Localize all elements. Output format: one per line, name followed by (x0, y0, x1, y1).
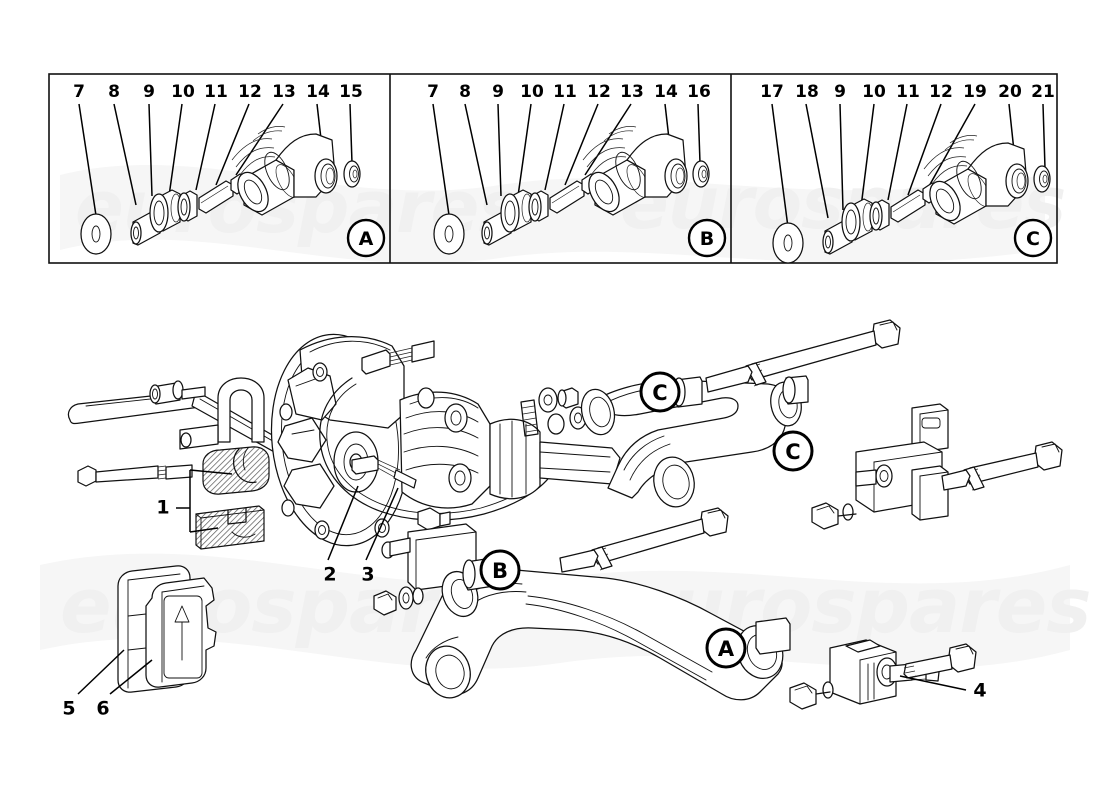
panel-c-label-4: 11 (896, 82, 920, 102)
panel-a-label-4: 11 (204, 82, 228, 102)
panel-b-label-8: 16 (687, 82, 711, 102)
panel-c-badge[interactable]: C (1013, 218, 1053, 258)
panel-c-content (771, 103, 1051, 264)
panel-b-label-0: 7 (427, 82, 439, 102)
main-label-2: 2 (323, 564, 336, 586)
panel-b-label-1: 8 (459, 82, 471, 102)
upper-control-arm (580, 375, 809, 508)
part-15-cap-ring (343, 160, 361, 188)
part-9-bushing-collar (149, 189, 182, 233)
panel-c-letter: C (1026, 228, 1040, 250)
part-11-inner-sleeve (198, 180, 234, 214)
part-20-seal-ring (1005, 163, 1029, 199)
main-label-3: 3 (361, 564, 374, 586)
part-13-outer-bushing-b (588, 159, 650, 216)
part-10-spacer-ring-c (869, 199, 890, 231)
pad-direction-arrow-icon (174, 605, 190, 661)
bleed-screw-thread (377, 459, 401, 479)
panel-a-label-7: 14 (306, 82, 330, 102)
panel-b-labels: 7 8 9 10 11 12 13 14 16 (427, 82, 711, 102)
main-label-6: 6 (96, 698, 109, 720)
part-7-washer (80, 213, 112, 255)
panel-b-badge[interactable]: B (687, 218, 727, 258)
part-21-cap-ring (1033, 165, 1051, 193)
part-11-inner-sleeve-c (890, 189, 926, 223)
bolt-lower-left (77, 464, 193, 487)
panel-a-label-8: 15 (339, 82, 363, 102)
panel-b-content (432, 103, 710, 255)
brake-pad-outer (145, 577, 217, 688)
panel-b-label-3: 10 (520, 82, 544, 102)
part-7-washer-b (433, 213, 465, 255)
main-leaders (77, 469, 967, 695)
panel-b-letter: B (700, 228, 714, 250)
stud-thread-right (521, 405, 539, 433)
part-17-washer (772, 222, 804, 264)
detail-panel-frames (48, 73, 1058, 264)
panel-c-label-0: 17 (760, 82, 784, 102)
panel-b-label-4: 11 (553, 82, 577, 102)
callout-letter-c2: C (785, 440, 800, 464)
callout-lower-arm-inner[interactable]: B (479, 549, 521, 591)
panel-b-label-6: 13 (620, 82, 644, 102)
panel-a-leaders (78, 103, 353, 223)
part-9-bushing-collar-c (841, 198, 874, 242)
panel-a-badge[interactable]: A (346, 218, 386, 258)
panel-a-content (78, 103, 361, 255)
panel-c-label-5: 12 (929, 82, 953, 102)
bushing-half-upper (202, 446, 270, 495)
panel-a-label-6: 13 (272, 82, 296, 102)
main-label-1: 1 (156, 497, 169, 519)
panel-c-label-8: 21 (1031, 82, 1055, 102)
main-view-labels: 1 2 3 4 5 6 (62, 497, 986, 720)
part-14-seal-ring-b (664, 158, 688, 194)
panel-c-label-1: 18 (795, 82, 819, 102)
panel-b-label-7: 14 (654, 82, 678, 102)
part-9-bushing-collar-b (500, 189, 533, 233)
panel-a-letter: A (359, 228, 374, 250)
panel-a-label-1: 8 (108, 82, 120, 102)
lower-arm-washer-nut (373, 586, 424, 616)
callout-lower-arm-outer[interactable]: A (705, 627, 747, 669)
panel-a-label-3: 10 (171, 82, 195, 102)
main-label-5: 5 (62, 698, 75, 720)
main-label-4: 4 (973, 680, 986, 702)
panel-a-label-2: 9 (143, 82, 155, 102)
cable-thread-top (389, 347, 413, 366)
panel-a-labels: 7 8 9 10 11 12 13 14 15 (73, 82, 363, 102)
upright-bracket (811, 403, 1063, 530)
callout-upper-arm-rear[interactable]: C (772, 430, 814, 472)
part-16-cap-ring (692, 160, 710, 188)
panel-c-label-3: 10 (862, 82, 886, 102)
panel-c-label-6: 19 (963, 82, 987, 102)
part-13-outer-bushing (237, 159, 299, 216)
part-10-spacer-ring (177, 190, 198, 222)
part-14-seal-ring (314, 158, 338, 194)
panel-c-leaders (771, 103, 1046, 236)
panel-a-label-5: 12 (238, 82, 262, 102)
bolt-thread-lower-left (157, 465, 167, 480)
panel-b-label-2: 9 (492, 82, 504, 102)
panel-c-labels: 17 18 9 10 11 12 19 20 21 (760, 82, 1055, 102)
part-11-inner-sleeve-b (549, 180, 585, 214)
part-10-spacer-ring-b (528, 190, 549, 222)
callout-letter-b: B (492, 559, 508, 583)
callout-letter-a: A (718, 637, 735, 661)
panel-c-label-2: 9 (834, 82, 846, 102)
panel-b-label-5: 12 (587, 82, 611, 102)
stabiliser-link-mount (789, 639, 977, 710)
bolt-upper-arm (705, 319, 901, 393)
brake-disc-and-hub-assembly (270, 333, 621, 547)
anti-roll-bar-clamp (149, 377, 265, 450)
panel-a-label-0: 7 (73, 82, 85, 102)
callout-letter-c1: C (652, 381, 667, 405)
callout-upper-arm-front[interactable]: C (639, 371, 681, 413)
bushing-half-lower (195, 505, 265, 550)
bolt-lower-arm (559, 507, 729, 573)
panel-c-label-7: 20 (998, 82, 1022, 102)
